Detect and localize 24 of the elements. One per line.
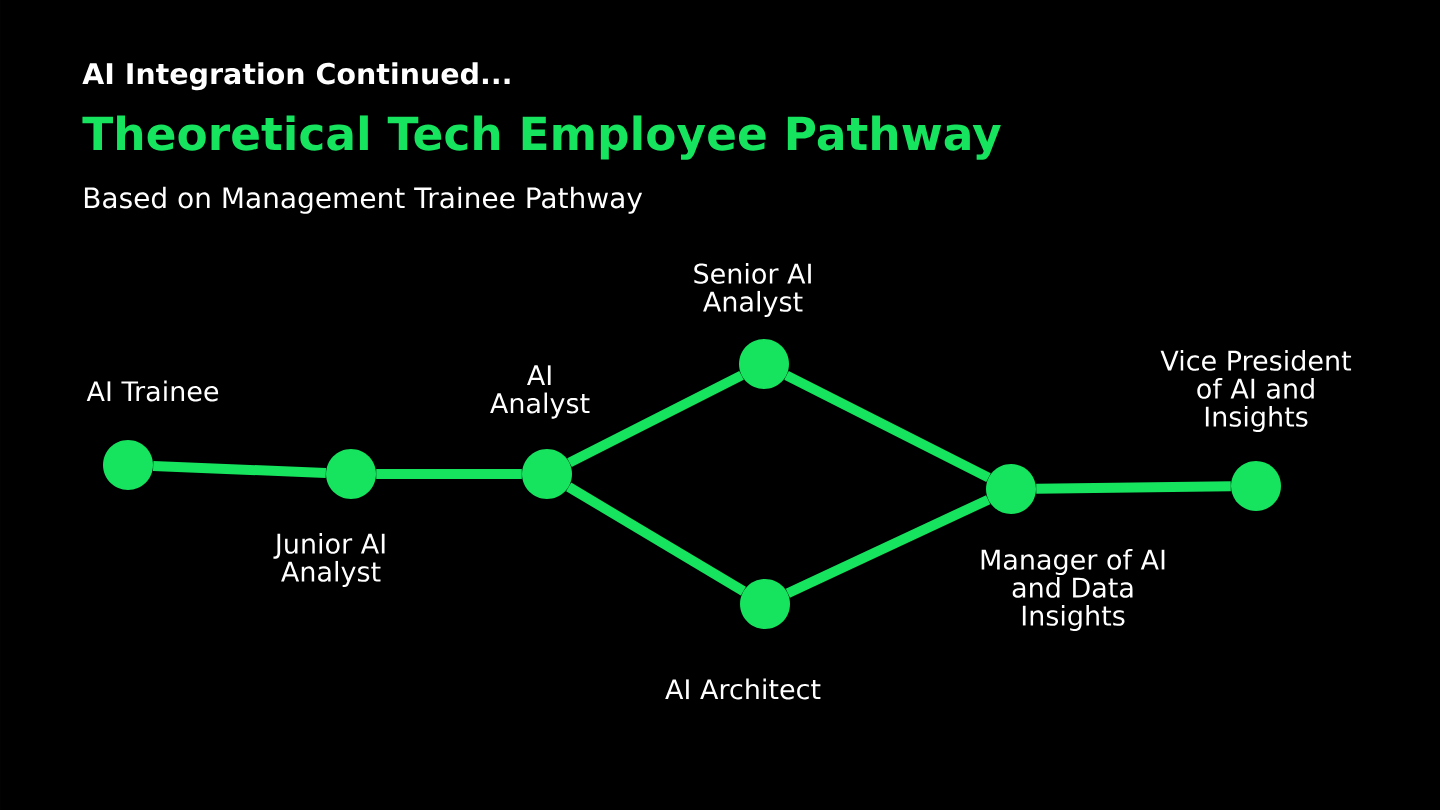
milestone-label: Junior AI Analyst xyxy=(273,532,385,588)
milestone-circle xyxy=(739,339,789,389)
milestone-circle xyxy=(522,449,572,499)
path-line xyxy=(1036,481,1231,494)
milestone-circle xyxy=(103,440,153,490)
milestone-label: AI Analyst xyxy=(490,365,590,419)
section-heading: AI Integration Continued... xyxy=(82,62,510,91)
path-line xyxy=(376,469,522,479)
milestone-label: AI Trainee xyxy=(86,380,219,402)
milestone-circle xyxy=(326,449,376,499)
path-line xyxy=(153,461,327,478)
milestone-circle xyxy=(740,579,790,629)
path-line xyxy=(567,370,744,468)
milestone-label: AI Architect xyxy=(665,678,821,700)
path-line xyxy=(566,482,746,596)
milestone-label: Senior AI Analyst xyxy=(694,262,811,318)
milestone-circle xyxy=(1231,461,1281,511)
path-line xyxy=(784,370,991,483)
milestone-label: Vice President of AI and Insights xyxy=(1160,349,1352,433)
path-line xyxy=(785,495,991,598)
milestone-label: Manager of AI and Data Insights xyxy=(981,548,1165,632)
subtitle: Based on Management Trainee Pathway xyxy=(84,186,643,214)
milestone-circle xyxy=(986,464,1036,514)
slide-title: Theoretical Tech Employee Pathway xyxy=(82,115,1001,160)
